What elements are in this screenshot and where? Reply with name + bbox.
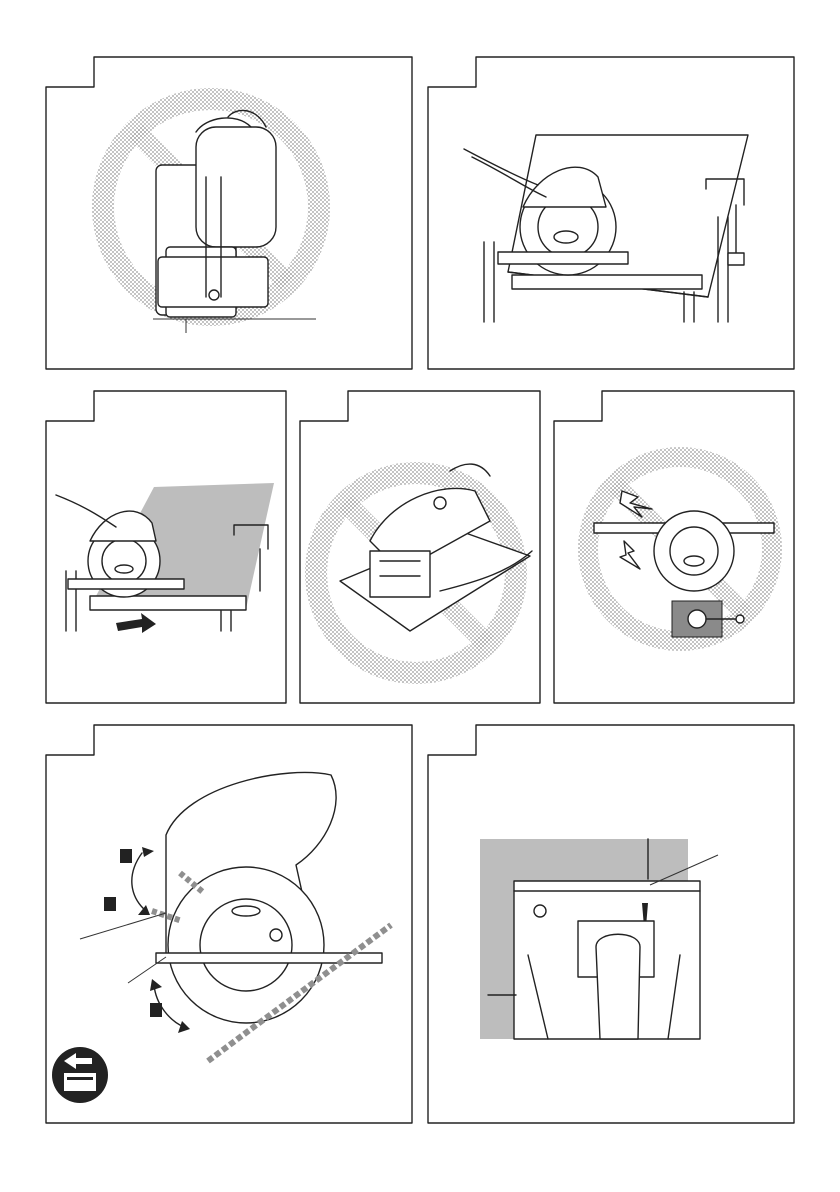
base-plate-top-view	[480, 839, 700, 1039]
panel-3-feed-direction	[46, 391, 286, 703]
read-manual-icon	[52, 1047, 108, 1103]
panel-5-kickback-warning	[554, 391, 794, 703]
leader-lines	[80, 913, 166, 983]
feed-direction-arrow-icon	[116, 613, 156, 633]
panel-7-cutting-line-notch	[428, 725, 794, 1123]
panel-4-no-handheld-workpiece	[300, 391, 540, 703]
panel-1-no-vertical-holding	[46, 57, 412, 369]
saw-side-illustration	[152, 773, 391, 1062]
panel-6-depth-and-bevel-adjustment	[46, 725, 412, 1123]
panel-2-clamped-workpiece	[428, 57, 794, 369]
